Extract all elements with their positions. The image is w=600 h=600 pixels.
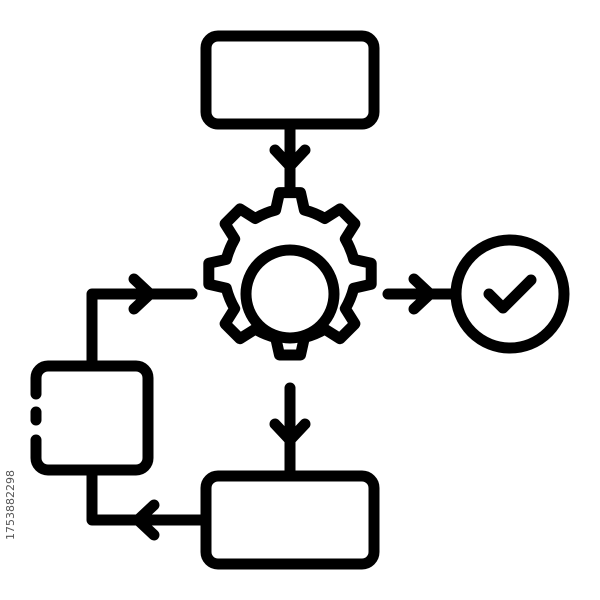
arrow-left-bottom-icon <box>132 499 160 541</box>
gear-icon <box>203 187 377 361</box>
gear-hub <box>240 244 340 344</box>
arrow-right-left-icon <box>128 273 156 315</box>
connector-bottom-to-left <box>86 464 212 526</box>
stock-id-text: 1753882298 <box>4 470 17 540</box>
bottom-node <box>200 470 380 570</box>
left-node <box>30 360 154 476</box>
arrow-down-bottom-icon <box>269 418 311 446</box>
connector-left-to-gear <box>86 288 198 372</box>
checkmark-circle-icon <box>450 234 570 354</box>
arrow-right-check-icon <box>408 273 436 315</box>
top-node <box>200 30 380 130</box>
arrow-down-top-icon <box>269 144 311 172</box>
checkmark-icon <box>483 274 537 314</box>
